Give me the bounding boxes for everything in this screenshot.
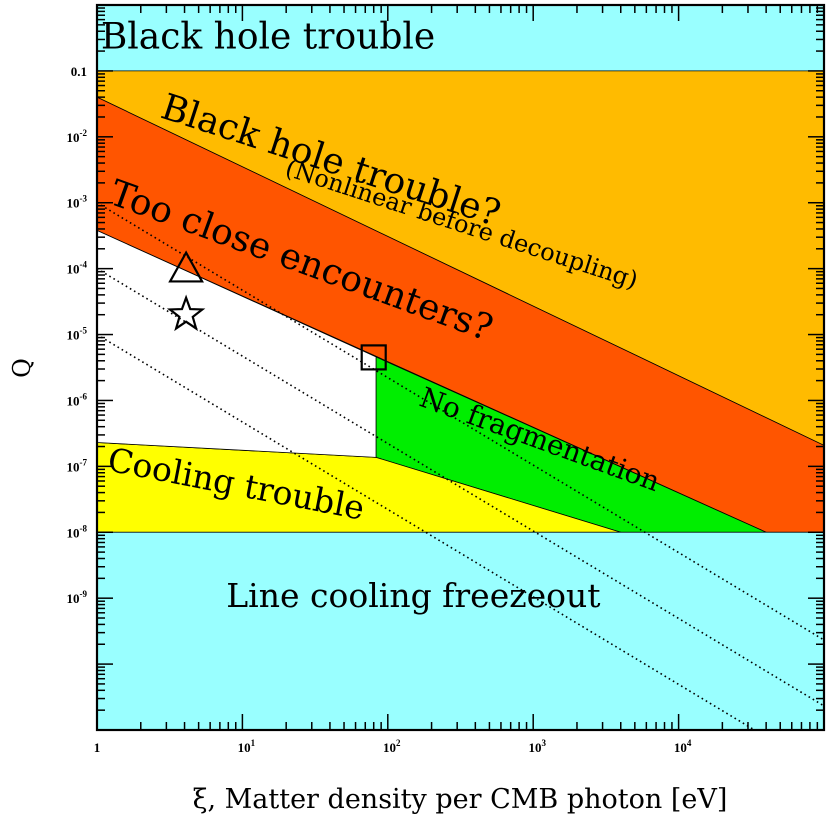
x-tick-label-exponent: 4 xyxy=(687,738,692,748)
y-tick-label-base: 10 xyxy=(67,393,80,408)
y-tick-label-base: 10 xyxy=(67,525,80,540)
y-tick-label: 10-8 xyxy=(67,523,88,540)
x-tick-label-exponent: 2 xyxy=(396,738,401,748)
dotted-lines-layer xyxy=(97,202,824,730)
y-tick-label-exponent: -4 xyxy=(80,260,88,270)
x-tick-label: 102 xyxy=(383,738,401,755)
y-tick-label-base: 10 xyxy=(67,459,80,474)
dotted-line-2 xyxy=(97,267,824,707)
markers-layer xyxy=(166,250,387,371)
y-tick-label-base: 10 xyxy=(67,130,80,145)
x-tick-label-exponent: 3 xyxy=(541,738,546,748)
x-axis-label: ξ, Matter density per CMB photon [eV] xyxy=(193,784,728,815)
x-tick-label-base: 10 xyxy=(383,740,396,755)
y-tick-label: 10-7 xyxy=(67,457,88,474)
region-allowed xyxy=(97,229,377,458)
x-tick-label: 1 xyxy=(94,740,101,755)
y-tick-label-exponent: -8 xyxy=(80,523,88,533)
x-tick-label-base: 1 xyxy=(94,740,101,755)
region-label-line-cooling-freezeout: Line cooling freezeout xyxy=(226,576,600,615)
y-tick-label-exponent: -7 xyxy=(80,457,88,467)
y-axis-label: Q xyxy=(8,358,36,378)
region-line-cooling-freezeout xyxy=(97,531,824,730)
y-tick-label-base: 0.1 xyxy=(71,64,87,79)
y-tick-label-base: 10 xyxy=(67,262,80,277)
y-tick-label-exponent: -2 xyxy=(80,128,88,138)
dotted-line-1 xyxy=(97,202,824,641)
region-label-black-hole-trouble: Black hole trouble xyxy=(101,16,435,57)
y-tick-label-exponent: -3 xyxy=(80,194,88,204)
y-tick-label-exponent: -9 xyxy=(80,589,88,599)
square-marker xyxy=(360,344,387,371)
y-tick-label-base: 10 xyxy=(67,328,80,343)
x-tick-label: 101 xyxy=(238,738,256,755)
y-tick-label-base: 10 xyxy=(67,591,80,606)
y-tick-label-base: 10 xyxy=(67,196,80,211)
x-tick-label: 104 xyxy=(674,738,692,755)
star-marker xyxy=(166,294,206,332)
plot-frame xyxy=(95,3,826,732)
x-tick-label-base: 10 xyxy=(238,740,251,755)
y-tick-label: 10-6 xyxy=(67,391,88,408)
y-tick-label: 10-2 xyxy=(67,128,88,145)
y-tick-label-exponent: -5 xyxy=(80,326,88,336)
y-tick-label: 10-4 xyxy=(67,260,88,277)
triangle-marker xyxy=(168,250,204,283)
y-tick-label: 10-9 xyxy=(67,589,88,606)
regions-layer xyxy=(97,5,824,730)
y-tick-label: 10-3 xyxy=(67,194,88,211)
dotted-line-3 xyxy=(97,333,757,730)
x-tick-label-exponent: 1 xyxy=(251,738,256,748)
x-tick-label-base: 10 xyxy=(528,740,541,755)
x-tick-label-base: 10 xyxy=(674,740,687,755)
y-tick-label-exponent: -6 xyxy=(80,391,88,401)
y-tick-label: 10-5 xyxy=(67,326,88,343)
x-tick-label: 103 xyxy=(528,738,546,755)
y-tick-label: 0.1 xyxy=(71,64,87,79)
